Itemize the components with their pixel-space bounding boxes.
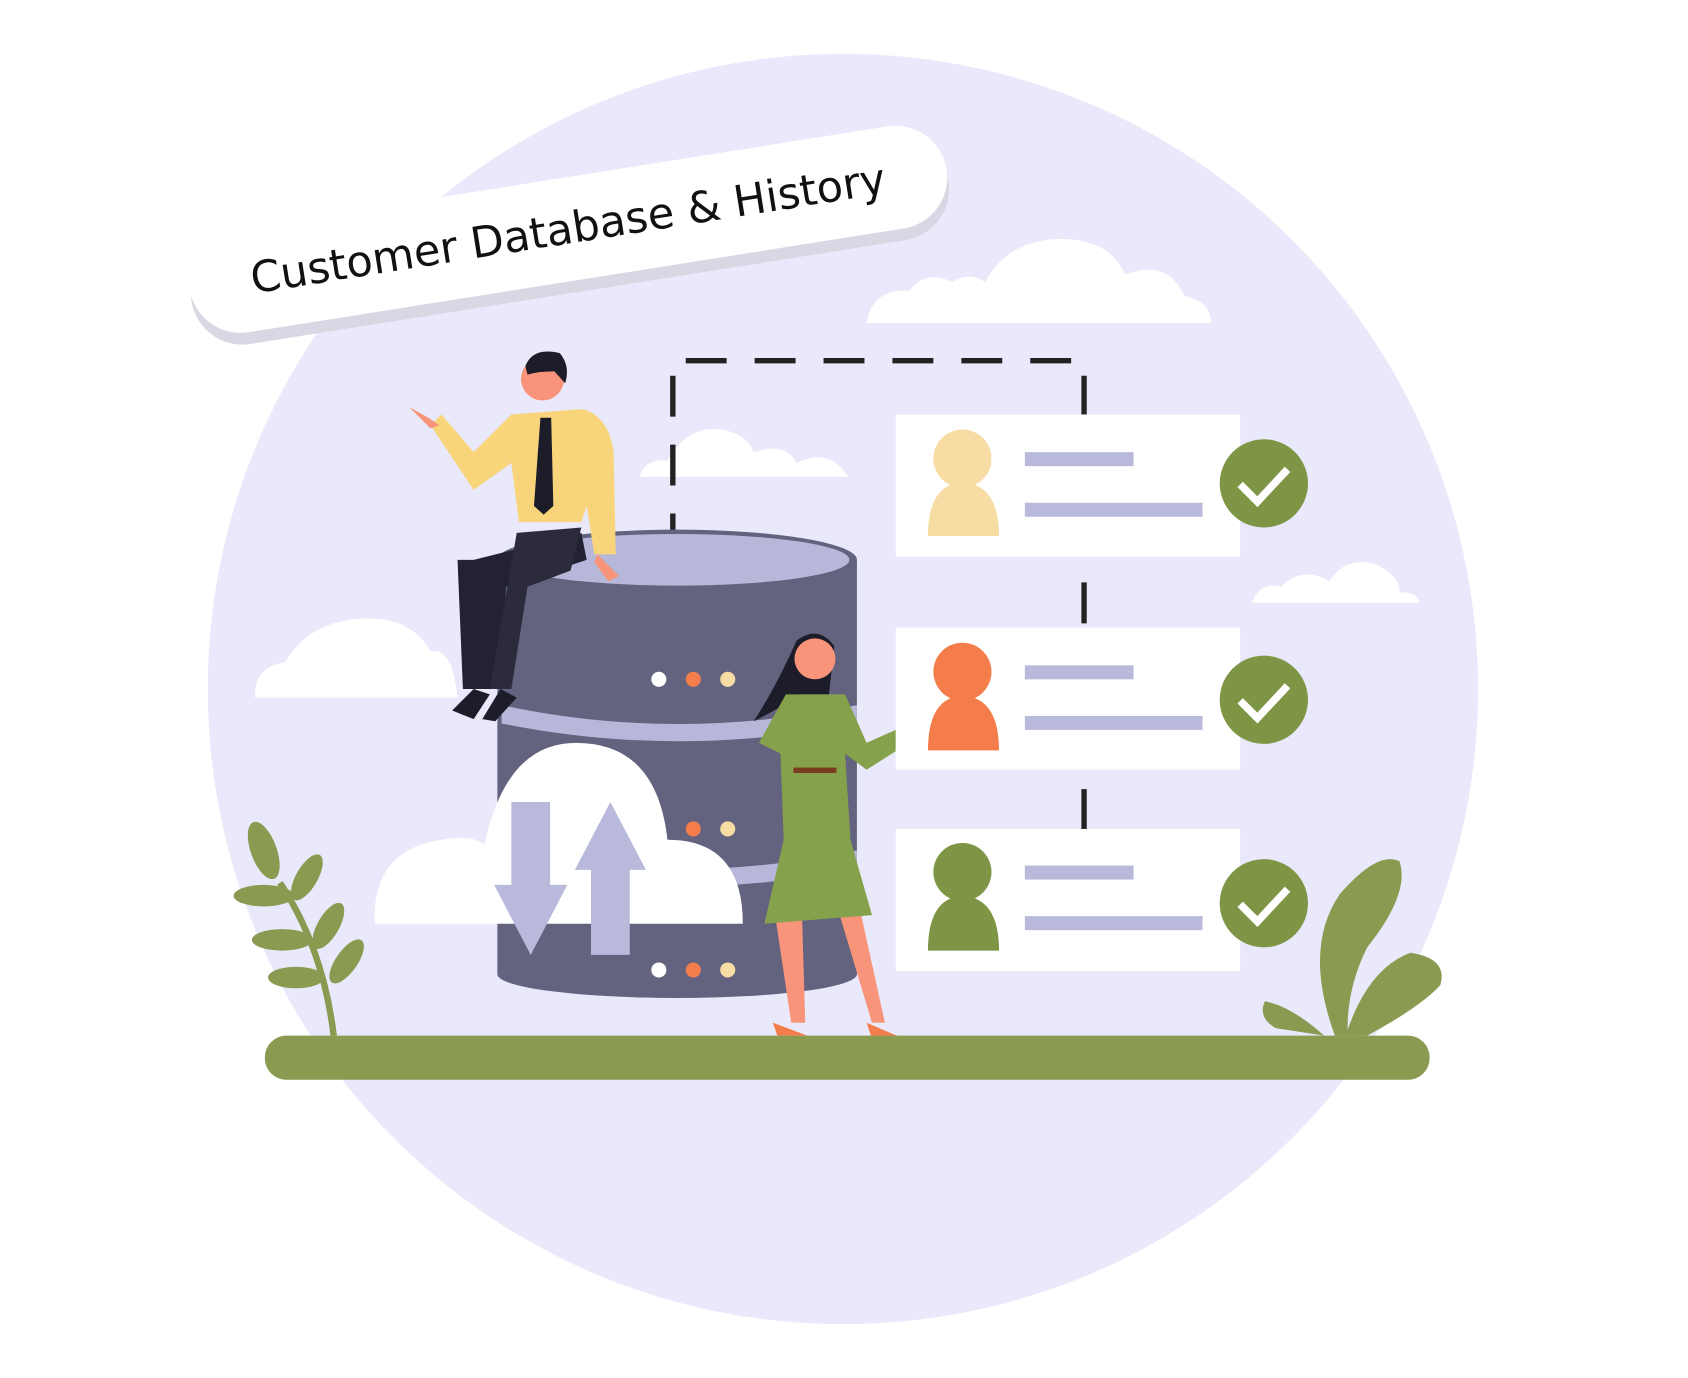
- dashed-connector: [670, 357, 1087, 829]
- plant-right-icon: [1262, 859, 1442, 1036]
- download-arrow-icon: [494, 802, 568, 955]
- cloud-icon: [255, 618, 458, 698]
- user-avatar-icon: [927, 642, 1000, 751]
- customer-record-card: [895, 414, 1308, 557]
- man-figure: [409, 351, 620, 722]
- upload-arrow-icon: [574, 802, 646, 955]
- user-avatar-icon: [927, 842, 1000, 951]
- customer-record-card: [895, 627, 1308, 770]
- woman-figure: [753, 633, 926, 1039]
- cloud-icon: [866, 238, 1212, 323]
- user-avatar-icon: [927, 429, 1000, 537]
- cloud-icon: [639, 429, 849, 477]
- ground-bar: [264, 1035, 1430, 1080]
- check-icon: [1219, 655, 1308, 744]
- check-icon: [1219, 439, 1308, 528]
- cloud-icon: [1252, 562, 1419, 603]
- check-icon: [1219, 859, 1308, 948]
- customer-record-card: [895, 828, 1308, 972]
- sync-cloud-icon: [374, 742, 743, 955]
- clouds: [255, 238, 1419, 698]
- customer-record-list: [895, 414, 1308, 972]
- plant-left-icon: [233, 821, 364, 1037]
